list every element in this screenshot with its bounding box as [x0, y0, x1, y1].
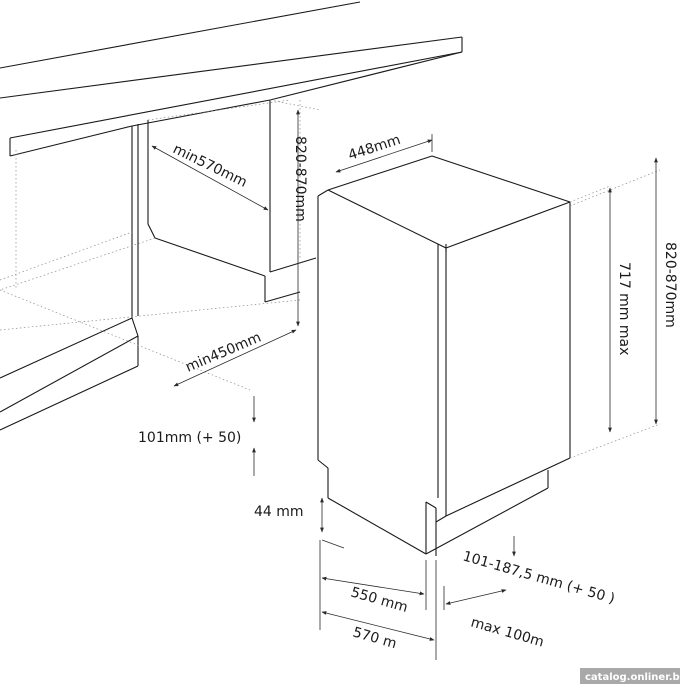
dimension-lines: [151, 109, 658, 660]
label-min-width: min450mm: [183, 330, 263, 376]
label-niche-height-right: 820-870mm: [662, 242, 678, 328]
watermark-text: catalog.onliner.by: [585, 672, 682, 683]
left-cabinet: [0, 124, 139, 431]
label-min-depth-top: min570mm: [170, 141, 249, 191]
label-depth-550: 550 mm: [349, 584, 410, 615]
label-plinth: 101mm (+ 50): [138, 430, 241, 446]
watermark: catalog.onliner.by: [580, 668, 682, 684]
label-depth-570: 570 m: [351, 624, 398, 652]
label-door-height: 717 mm max: [616, 262, 632, 355]
label-plinth-range: 101-187,5 mm (+ 50 ): [461, 548, 617, 607]
dishwasher: [317, 155, 661, 556]
label-niche-height-left: 820-870mm: [292, 136, 308, 222]
niche: [0, 99, 321, 391]
label-door-offset: max 100m: [469, 614, 546, 650]
countertop: [0, 1, 463, 157]
label-gap: 44 mm: [254, 504, 304, 520]
